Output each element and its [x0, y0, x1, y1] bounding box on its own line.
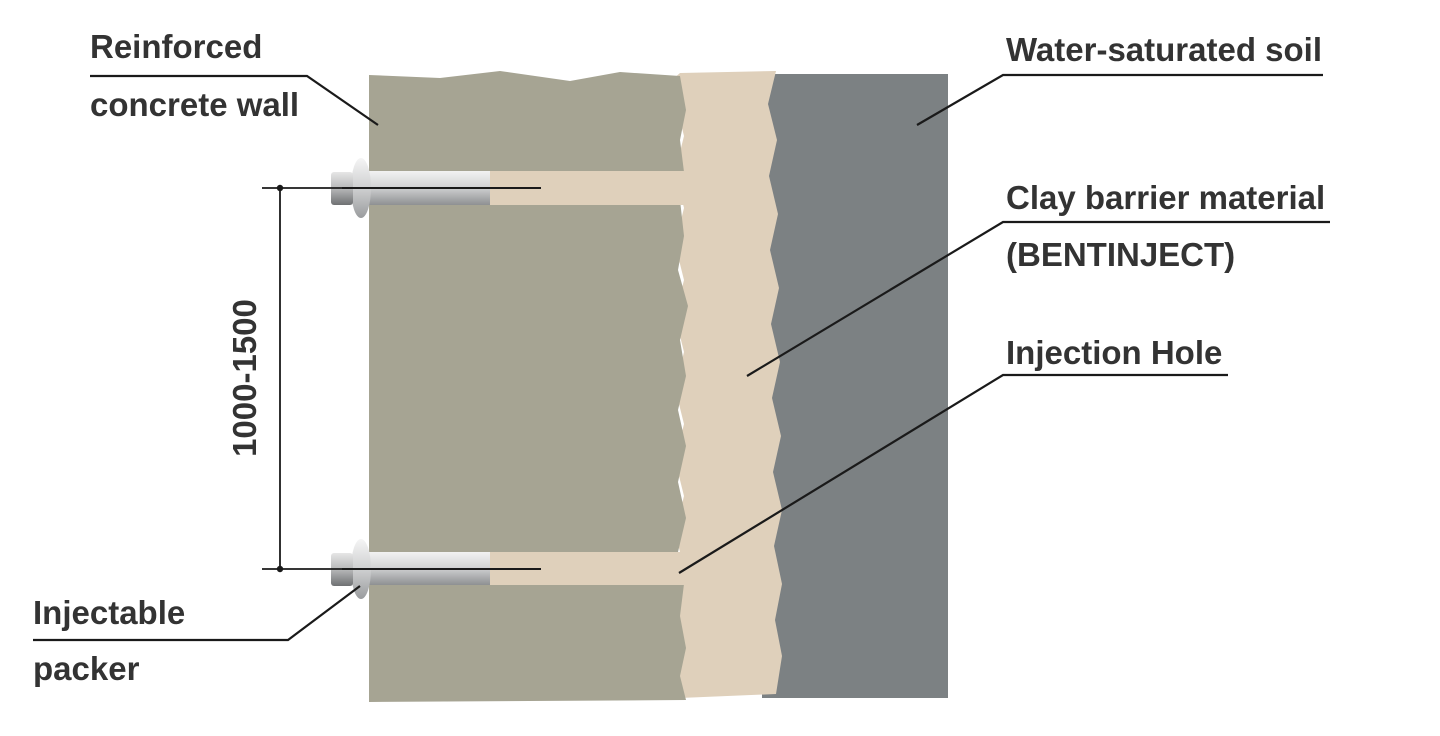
- dimension-marker: 1000-1500: [226, 184, 342, 573]
- label-clay-line1: Clay barrier material: [1006, 179, 1325, 216]
- clay-barrier-layer: [672, 71, 782, 698]
- packer-upper: [331, 158, 541, 218]
- label-wall-line2: concrete wall: [90, 86, 299, 123]
- label-packer-line1: Injectable: [33, 594, 185, 631]
- concrete-wall: [369, 71, 688, 702]
- leader-wall: [90, 74, 379, 126]
- label-soil: Water-saturated soil: [1006, 31, 1322, 68]
- leader-clay: [746, 220, 1330, 377]
- leader-soil: [916, 73, 1323, 126]
- label-packer-line2: packer: [33, 650, 140, 687]
- label-wall-line1: Reinforced: [90, 28, 262, 65]
- label-injection-hole: Injection Hole: [1006, 334, 1222, 371]
- soil-layer: [762, 74, 948, 698]
- leader-hole: [678, 373, 1228, 574]
- dimension-label: 1000-1500: [226, 299, 263, 457]
- leader-packer: [33, 585, 361, 642]
- label-clay-line2: (BENTINJECT): [1006, 236, 1235, 273]
